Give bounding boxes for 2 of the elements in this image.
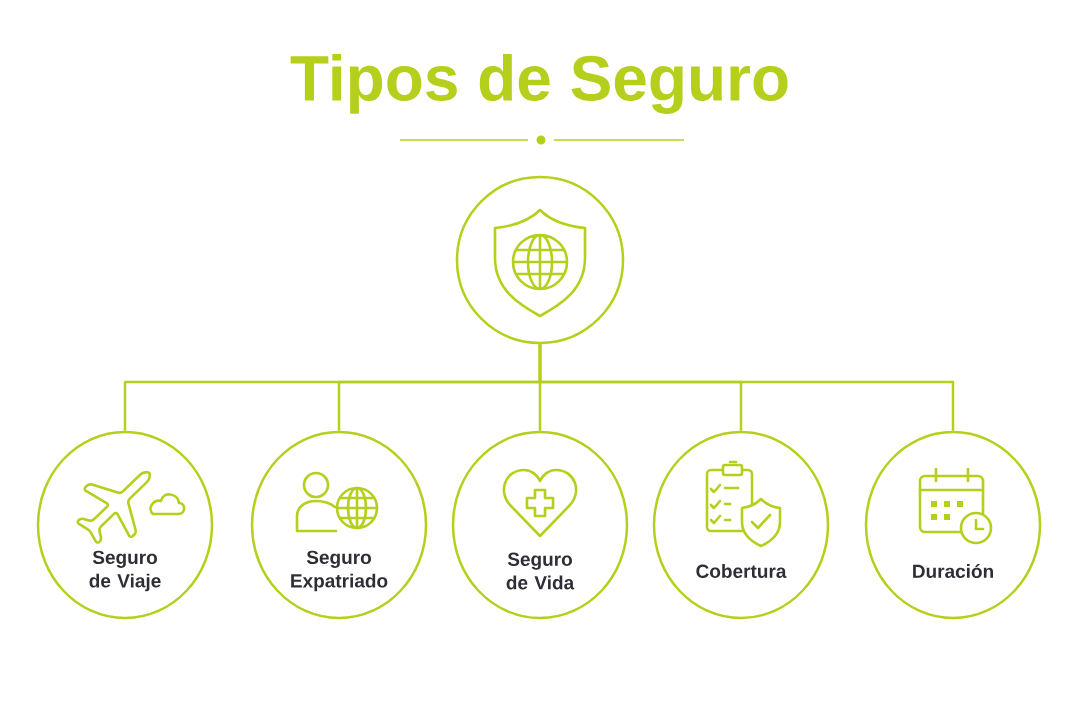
- connector-line: [538, 344, 955, 431]
- title: Tipos de Seguro: [290, 54, 788, 114]
